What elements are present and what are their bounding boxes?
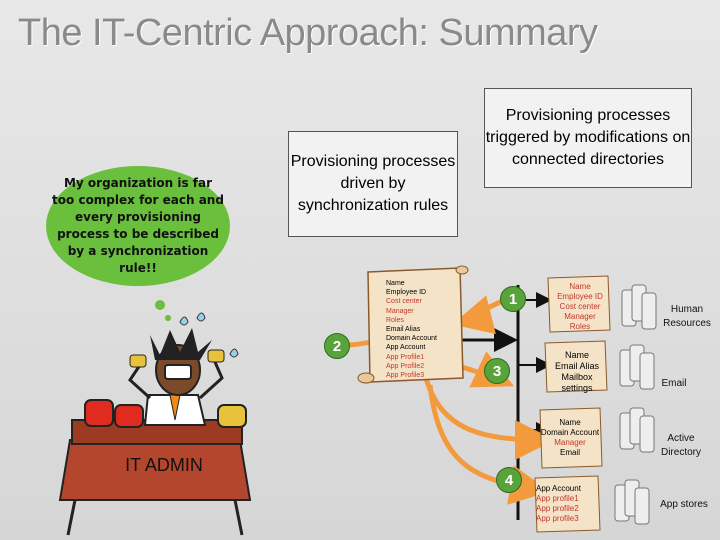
step-3-badge: 3 bbox=[484, 358, 510, 384]
step-1-badge: 1 bbox=[500, 286, 526, 312]
attribute-item: Domain Account bbox=[386, 335, 437, 343]
callout-shape bbox=[46, 166, 230, 286]
it-admin-callout-text: My organization is far too complex for e… bbox=[52, 176, 224, 275]
attribute-item: Manager bbox=[386, 307, 414, 315]
attribute-item: Email Alias bbox=[554, 361, 599, 371]
attribute-item: Name bbox=[569, 282, 591, 291]
sync-rules-box: Provisioning processes driven by synchro… bbox=[288, 131, 458, 237]
attribute-item: Domain Account bbox=[540, 428, 600, 437]
it-admin-figure bbox=[58, 312, 252, 536]
attribute-item: Email Alias bbox=[386, 326, 421, 334]
attribute-item: Email bbox=[559, 448, 580, 457]
triggered-text: Provisioning processes triggered by modi… bbox=[485, 107, 691, 168]
flow-1 bbox=[452, 295, 506, 335]
attribute-item: Name bbox=[386, 280, 405, 287]
attribute-item: Roles bbox=[386, 316, 404, 324]
step-4-badge: 4 bbox=[496, 467, 522, 493]
target-app-stores: App stores bbox=[660, 499, 708, 510]
attribute-item: Cost center bbox=[559, 302, 601, 311]
attribute-item: App Profile1 bbox=[386, 353, 425, 361]
it-admin-label: IT ADMIN bbox=[125, 455, 203, 475]
attribute-item: Manager bbox=[564, 312, 596, 321]
attribute-item: App profile2 bbox=[536, 504, 579, 513]
attribute-item: Employee ID bbox=[557, 292, 603, 301]
attribute-item: App profile1 bbox=[536, 494, 579, 503]
attribute-item: Mailbox settings bbox=[561, 372, 593, 393]
it-admin-callout: My organization is far too complex for e… bbox=[52, 170, 224, 282]
db-icons bbox=[614, 284, 657, 525]
attribute-item: Manager bbox=[554, 438, 586, 447]
attribute-item: Employee ID bbox=[386, 289, 427, 297]
attribute-item: App Account bbox=[536, 484, 581, 493]
sync-rules-text: Provisioning processes driven by synchro… bbox=[290, 153, 456, 214]
main-scroll-shape bbox=[367, 267, 464, 383]
triggered-box: Provisioning processes triggered by modi… bbox=[484, 88, 692, 188]
attribute-item: Name bbox=[564, 350, 589, 360]
attribute-item: App profile3 bbox=[536, 514, 579, 523]
attribute-item: App Profile2 bbox=[386, 362, 425, 370]
step-2-badge: 2 bbox=[324, 333, 350, 359]
attribute-item: App Profile3 bbox=[386, 372, 425, 380]
target-human-resources: Human Resources bbox=[663, 304, 711, 329]
attribute-item: Cost center bbox=[386, 298, 422, 306]
attribute-item: App Account bbox=[386, 344, 426, 352]
attribute-item: Name bbox=[559, 418, 581, 427]
slide-title: The IT-Centric Approach: Summary bbox=[18, 12, 598, 54]
attribute-item: Roles bbox=[569, 322, 591, 331]
target-active-directory: Active Directory bbox=[660, 433, 701, 458]
target-email: Email bbox=[661, 378, 687, 389]
